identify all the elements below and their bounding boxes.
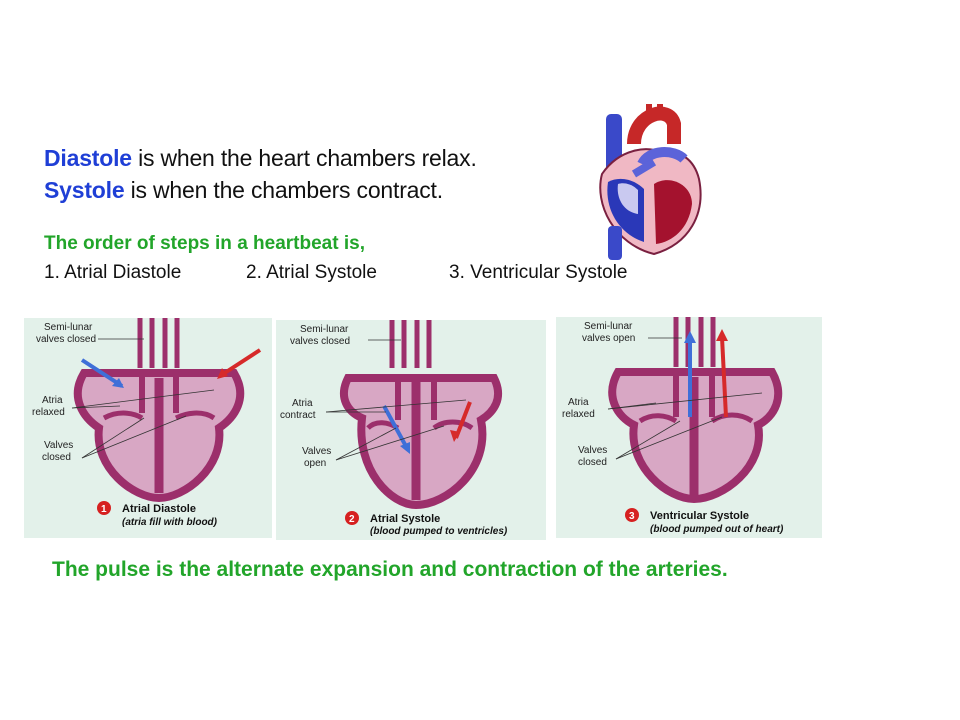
step-item: 1. Atrial Diastole (44, 262, 182, 283)
label-atria-state: relaxed (562, 409, 595, 420)
step-item: 2. Atrial Systole (246, 262, 377, 283)
label-atria: Atria (42, 395, 63, 406)
step-number: 2 (349, 514, 355, 525)
systole-text: is when the chambers contract. (124, 177, 444, 203)
heart-illustration (599, 104, 702, 260)
label-semilunar: Semi-lunar (584, 321, 633, 332)
label-semilunar: Semi-lunar (44, 322, 93, 333)
diastole-definition: Diastole is when the heart chambers rela… (44, 145, 477, 172)
label-semilunar: Semi-lunar (300, 324, 349, 335)
panel-atrial-diastole: Semi-lunar valves closed Atria relaxed V… (24, 318, 272, 538)
label-atria-state: relaxed (32, 407, 65, 418)
step-number: 1 (101, 504, 107, 515)
pulse-statement: The pulse is the alternate expansion and… (52, 558, 728, 581)
label-atria: Atria (568, 397, 589, 408)
step-number-badge (345, 511, 359, 525)
step-number-badge (97, 501, 111, 515)
order-heading: The order of steps in a heartbeat is, (44, 233, 365, 254)
label-semilunar-state: valves closed (290, 336, 350, 347)
label-valves: Valves (302, 446, 331, 457)
panel-title: Ventricular Systole (650, 510, 749, 522)
systole-term: Systole (44, 177, 125, 203)
systole-definition: Systole is when the chambers contract. (44, 177, 443, 204)
diastole-term: Diastole (44, 145, 132, 171)
label-valves-state: closed (42, 452, 71, 463)
step-number: 3 (629, 511, 635, 522)
label-semilunar-state: valves open (582, 333, 635, 344)
panel-title: Atrial Diastole (122, 503, 196, 515)
label-semilunar-state: valves closed (36, 334, 96, 345)
panel-title: Atrial Systole (370, 513, 440, 525)
label-valves: Valves (44, 440, 73, 451)
step-item: 3. Ventricular Systole (449, 262, 628, 283)
label-valves-state: closed (578, 457, 607, 468)
label-valves-state: open (304, 458, 326, 469)
panel-subtitle: (blood pumped to ventricles) (370, 526, 508, 537)
panel-ventricular-systole: Semi-lunar valves open Atria relaxed Val… (556, 317, 822, 538)
panel-atrial-systole: Semi-lunar valves closed Atria contract … (276, 320, 546, 540)
step-number-badge (625, 508, 639, 522)
label-valves: Valves (578, 445, 607, 456)
panel-subtitle: (blood pumped out of heart) (650, 524, 784, 535)
panel-subtitle: (atria fill with blood) (122, 517, 218, 528)
diastole-text: is when the heart chambers relax. (131, 145, 477, 171)
label-atria: Atria (292, 398, 313, 409)
label-atria-state: contract (280, 410, 316, 421)
